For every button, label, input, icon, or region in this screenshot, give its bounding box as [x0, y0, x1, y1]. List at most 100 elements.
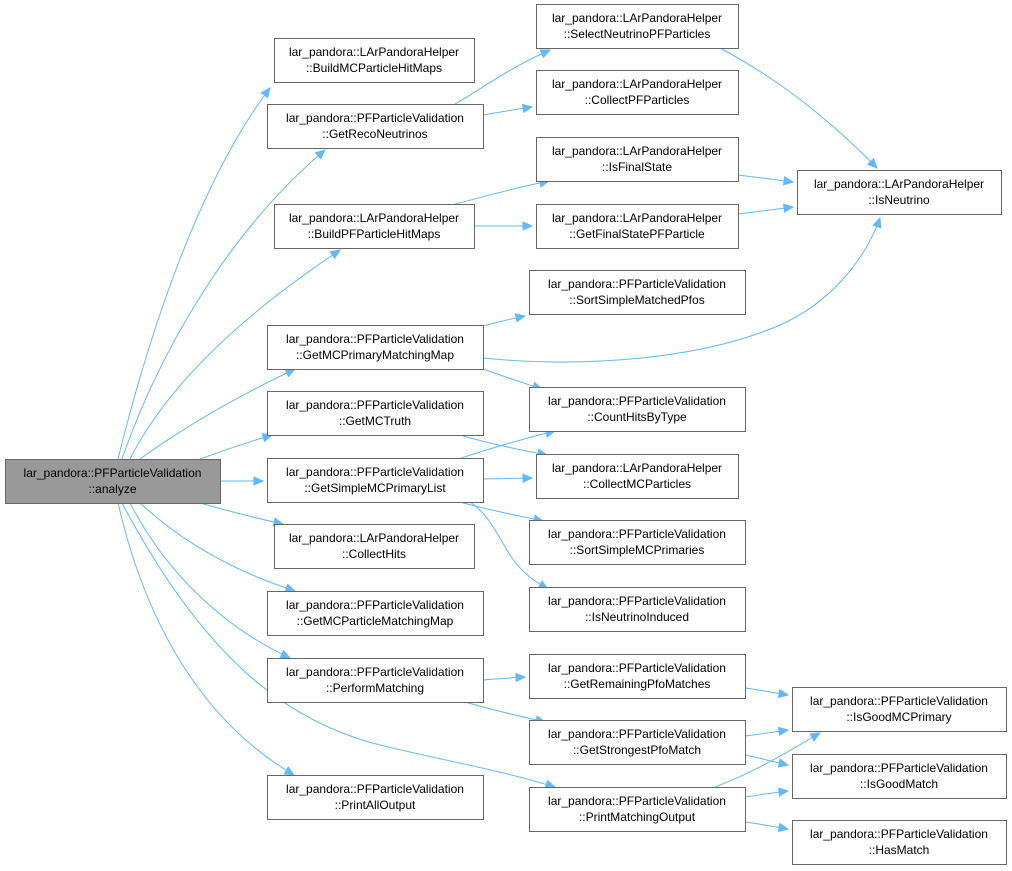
node-IsGoodMCPrimary[interactable]: lar_pandora::PFParticleValidation::IsGoo…	[792, 687, 1007, 732]
node-label-namespace: lar_pandora::PFParticleValidation	[548, 277, 726, 291]
edge-PerformMatching-to-GetRemainingPfoMatches	[482, 672, 527, 683]
node-label-namespace: lar_pandora::PFParticleValidation	[548, 594, 726, 608]
node-CollectMCParticles[interactable]: lar_pandora::LArPandoraHelper::CollectMC…	[536, 454, 739, 499]
node-GetRemainingPfoMatches[interactable]: lar_pandora::PFParticleValidation::GetRe…	[529, 654, 746, 699]
node-BuildMCParticleHitMaps[interactable]: lar_pandora::LArPandoraHelper::BuildMCPa…	[274, 38, 475, 83]
arrowhead-icon	[866, 157, 878, 169]
node-label-namespace: lar_pandora::PFParticleValidation	[286, 465, 464, 479]
node-SortSimpleMatchedPfos[interactable]: lar_pandora::PFParticleValidation::SortS…	[529, 270, 746, 315]
node-PerformMatching[interactable]: lar_pandora::PFParticleValidation::Perfo…	[267, 658, 484, 703]
edge-GetMCPrimaryMatchingMap-to-IsNeutrino	[482, 216, 882, 363]
edge-line	[139, 502, 296, 592]
arrowhead-icon	[782, 176, 795, 186]
edge-analyze-to-GetMCTruth	[199, 433, 274, 460]
edge-analyze-to-GetMCParticleMatchingMap	[139, 502, 297, 593]
arrowhead-icon	[521, 103, 534, 114]
node-label-function: ::GetMCParticleMatchingMap	[297, 614, 454, 628]
node-PrintMatchingOutput[interactable]: lar_pandora::PFParticleValidation::Print…	[529, 787, 746, 832]
arrowhead-icon	[514, 313, 527, 323]
node-box	[792, 687, 1007, 732]
node-HasMatch[interactable]: lar_pandora::PFParticleValidation::HasMa…	[792, 820, 1007, 865]
arrowhead-icon	[515, 672, 527, 683]
node-label-namespace: lar_pandora::PFParticleValidation	[286, 398, 464, 412]
node-label-namespace: lar_pandora::PFParticleValidation	[810, 694, 988, 708]
node-label-namespace: lar_pandora::PFParticleValidation	[24, 466, 202, 480]
arrowhead-icon	[284, 583, 297, 593]
edge-line	[121, 502, 556, 788]
edge-IsFinalState-to-IsNeutrino	[737, 174, 795, 186]
node-CollectHits[interactable]: lar_pandora::LArPandoraHelper::CollectHi…	[274, 524, 475, 569]
node-CollectPFParticles[interactable]: lar_pandora::LArPandoraHelper::CollectPF…	[536, 70, 739, 115]
node-label-namespace: lar_pandora::PFParticleValidation	[548, 727, 726, 741]
node-GetSimpleMCPrimaryList[interactable]: lar_pandora::PFParticleValidation::GetSi…	[267, 458, 484, 503]
node-label-function: ::SelectNeutrinoPFParticles	[564, 27, 711, 41]
edge-line	[199, 434, 273, 460]
arrowhead-icon	[522, 221, 534, 231]
node-GetStrongestPfoMatch[interactable]: lar_pandora::PFParticleValidation::GetSt…	[529, 720, 746, 765]
edge-GetStrongestPfoMatch-to-IsGoodMCPrimary	[744, 726, 790, 737]
edge-line	[121, 149, 326, 460]
edge-PrintMatchingOutput-to-IsGoodMatch	[744, 787, 790, 798]
node-analyze[interactable]: lar_pandora::PFParticleValidation::analy…	[5, 459, 221, 504]
node-label-namespace: lar_pandora::LArPandoraHelper	[552, 461, 722, 475]
node-label-namespace: lar_pandora::PFParticleValidation	[548, 394, 726, 408]
arrowhead-icon	[283, 766, 296, 776]
node-label-namespace: lar_pandora::PFParticleValidation	[286, 332, 464, 346]
node-label-namespace: lar_pandora::LArPandoraHelper	[289, 45, 459, 59]
node-GetFinalStatePFParticle[interactable]: lar_pandora::LArPandoraHelper::GetFinalS…	[536, 204, 739, 249]
arrowhead-icon	[872, 216, 882, 229]
edge-PrintMatchingOutput-to-HasMatch	[744, 821, 790, 833]
node-box	[267, 458, 484, 503]
edge-SelectNeutrinoPFParticles-to-IsNeutrino	[719, 47, 878, 169]
edge-line	[482, 217, 881, 363]
node-IsNeutrinoInduced[interactable]: lar_pandora::PFParticleValidation::IsNeu…	[529, 587, 746, 632]
edge-analyze-to-GetSimpleMCPrimaryList	[220, 476, 265, 486]
node-label-namespace: lar_pandora::PFParticleValidation	[286, 111, 464, 125]
edge-line	[129, 249, 341, 460]
node-label-namespace: lar_pandora::LArPandoraHelper	[552, 211, 722, 225]
node-IsFinalState[interactable]: lar_pandora::LArPandoraHelper::IsFinalSt…	[536, 137, 739, 182]
node-label-namespace: lar_pandora::PFParticleValidation	[548, 527, 726, 541]
node-GetMCPrimaryMatchingMap[interactable]: lar_pandora::PFParticleValidation::GetMC…	[267, 325, 484, 370]
node-label-function: ::IsNeutrino	[868, 193, 930, 207]
node-IsGoodMatch[interactable]: lar_pandora::PFParticleValidation::IsGoo…	[792, 754, 1007, 799]
arrowhead-icon	[809, 732, 822, 742]
edge-analyze-to-BuildPFParticleHitMaps	[129, 249, 342, 460]
node-GetMCTruth[interactable]: lar_pandora::PFParticleValidation::GetMC…	[267, 391, 484, 436]
node-label-namespace: lar_pandora::LArPandoraHelper	[552, 77, 722, 91]
edge-GetSimpleMCPrimaryList-to-CollectMCParticles	[482, 473, 534, 483]
node-GetRecoNeutrinos[interactable]: lar_pandora::PFParticleValidation::GetRe…	[267, 104, 484, 149]
node-CountHitsByType[interactable]: lar_pandora::PFParticleValidation::Count…	[529, 387, 746, 432]
node-label-function: ::GetStrongestPfoMatch	[573, 743, 701, 757]
node-label-namespace: lar_pandora::LArPandoraHelper	[289, 211, 459, 225]
node-IsNeutrino[interactable]: lar_pandora::LArPandoraHelper::IsNeutrin…	[797, 170, 1002, 215]
edge-line	[117, 87, 271, 460]
node-label-function: ::SortSimpleMCPrimaries	[570, 543, 705, 557]
node-label-function: ::GetMCTruth	[339, 414, 411, 428]
edge-line	[454, 49, 551, 105]
edge-line	[454, 180, 550, 205]
node-BuildPFParticleHitMaps[interactable]: lar_pandora::LArPandoraHelper::BuildPFPa…	[274, 204, 475, 249]
node-PrintAllOutput[interactable]: lar_pandora::PFParticleValidation::Print…	[267, 775, 484, 820]
node-box	[792, 820, 1007, 865]
node-label-function: ::GetRemainingPfoMatches	[564, 677, 711, 691]
node-SortSimpleMCPrimaries[interactable]: lar_pandora::PFParticleValidation::SortS…	[529, 520, 746, 565]
node-label-namespace: lar_pandora::PFParticleValidation	[286, 665, 464, 679]
arrowhead-icon	[314, 149, 326, 160]
node-box	[529, 387, 746, 432]
node-label-namespace: lar_pandora::PFParticleValidation	[548, 794, 726, 808]
edge-GetRecoNeutrinos-to-CollectPFParticles	[482, 103, 534, 116]
node-box	[267, 775, 484, 820]
node-label-function: ::PerformMatching	[326, 681, 424, 695]
node-label-function: ::GetSimpleMCPrimaryList	[304, 481, 446, 495]
node-GetMCParticleMatchingMap[interactable]: lar_pandora::PFParticleValidation::GetMC…	[267, 591, 484, 636]
node-label-function: ::GetMCPrimaryMatchingMap	[296, 348, 454, 362]
node-box	[267, 591, 484, 636]
edge-GetMCPrimaryMatchingMap-to-SortSimpleMatchedPfos	[482, 313, 527, 327]
node-label-function: ::CountHitsByType	[587, 410, 687, 424]
edge-GetStrongestPfoMatch-to-IsGoodMatch	[744, 754, 790, 768]
node-label-namespace: lar_pandora::PFParticleValidation	[548, 661, 726, 675]
node-SelectNeutrinoPFParticles[interactable]: lar_pandora::LArPandoraHelper::SelectNeu…	[536, 4, 739, 49]
node-label-function: ::GetRecoNeutrinos	[322, 127, 427, 141]
